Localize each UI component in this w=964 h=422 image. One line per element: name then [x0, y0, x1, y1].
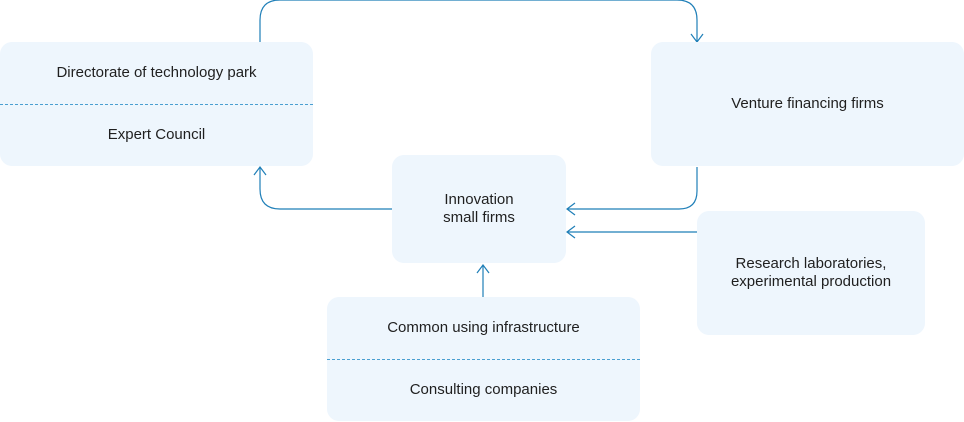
arrowhead-venture — [690, 33, 704, 43]
innovation-label-line1: Innovation — [444, 191, 514, 208]
connector-venture-to-innovation — [567, 167, 698, 210]
arrowhead-innovation-from-research — [566, 225, 576, 239]
infrastructure-node: Common using infrastructure Consulting c… — [327, 297, 640, 421]
research-label-line2: experimental production — [730, 273, 892, 290]
innovation-node: Innovation small firms — [392, 155, 566, 263]
arrowhead-innovation-from-venture — [566, 202, 576, 216]
research-label-line1: Research laboratories, — [735, 255, 887, 272]
expert-council-label: Expert Council — [107, 126, 206, 143]
venture-label: Venture financing firms — [731, 95, 884, 112]
consulting-label: Consulting companies — [409, 381, 558, 398]
research-node: Research laboratories, experimental prod… — [697, 211, 925, 335]
infrastructure-divider — [327, 359, 640, 360]
innovation-label-line2: small firms — [443, 209, 515, 226]
research-label: Research laboratories, experimental prod… — [697, 211, 925, 335]
venture-node: Venture financing firms — [651, 42, 964, 166]
arrowhead-directorate — [253, 166, 267, 176]
infrastructure-label: Common using infrastructure — [387, 319, 580, 336]
arrowhead-innovation-from-infrastructure — [476, 264, 490, 274]
directorate-node: Directorate of technology park Expert Co… — [0, 42, 313, 166]
directorate-divider — [0, 104, 313, 105]
connector-innovation-to-directorate — [259, 167, 392, 210]
connector-directorate-to-venture — [259, 0, 698, 42]
directorate-label: Directorate of technology park — [56, 64, 257, 81]
innovation-label: Innovation small firms — [392, 155, 566, 263]
